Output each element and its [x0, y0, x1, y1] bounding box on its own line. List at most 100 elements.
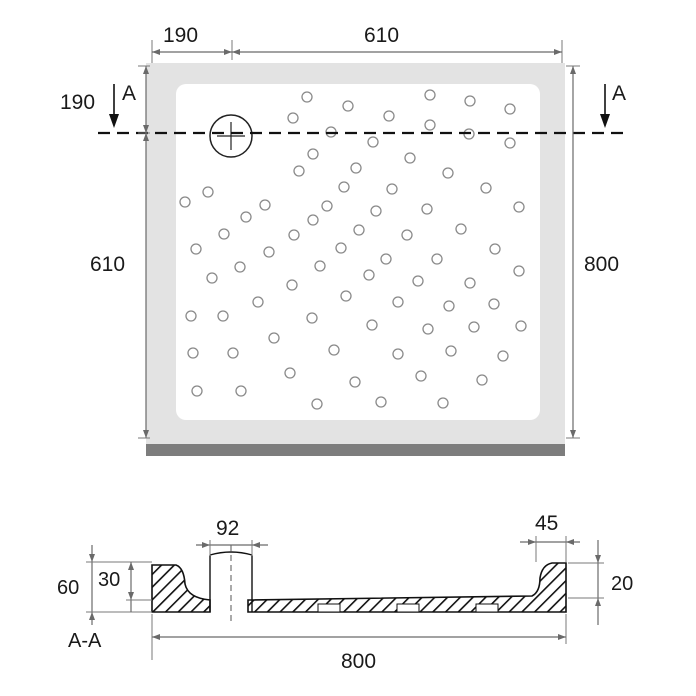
- anti-slip-dot: [252, 296, 264, 308]
- base-recess: [396, 603, 420, 613]
- section-marker-left: A: [122, 82, 136, 105]
- anti-slip-dot: [504, 137, 516, 149]
- anti-slip-dot: [513, 201, 525, 213]
- anti-slip-dot: [386, 183, 398, 195]
- anti-slip-dot: [383, 110, 395, 122]
- anti-slip-dot: [422, 323, 434, 335]
- anti-slip-dot: [468, 321, 480, 333]
- drain-section: [209, 545, 253, 625]
- right-height-dimension: [568, 540, 604, 625]
- anti-slip-dot: [415, 370, 427, 382]
- anti-slip-dot: [363, 269, 375, 281]
- plan-view: A A 190 610: [60, 24, 628, 456]
- anti-slip-dot: [366, 319, 378, 331]
- drain-width-dimension: [196, 540, 268, 556]
- section-base: [247, 562, 567, 613]
- anti-slip-dot: [202, 186, 214, 198]
- anti-slip-dot: [311, 398, 323, 410]
- section-view: 92 45 60 30: [57, 512, 633, 673]
- dim-left-height: 610: [90, 253, 125, 276]
- section-arrow-left: [109, 84, 119, 128]
- left-height-dimensions: [86, 545, 152, 625]
- anti-slip-dot: [350, 162, 362, 174]
- anti-slip-dot: [349, 376, 361, 388]
- anti-slip-dot: [287, 112, 299, 124]
- anti-slip-dot: [340, 290, 352, 302]
- anti-slip-dot: [187, 347, 199, 359]
- base-recess: [475, 603, 499, 613]
- anti-slip-dot: [217, 310, 229, 322]
- anti-slip-dot: [431, 253, 443, 265]
- dim-total-height: 60: [57, 577, 79, 599]
- anti-slip-dot: [288, 229, 300, 241]
- anti-slip-dot: [179, 196, 191, 208]
- anti-slip-dot: [488, 298, 500, 310]
- anti-slip-dot: [185, 310, 197, 322]
- anti-slip-dot: [392, 296, 404, 308]
- anti-slip-dot: [190, 243, 202, 255]
- anti-slip-dot: [353, 224, 365, 236]
- anti-slip-dot: [370, 205, 382, 217]
- anti-slip-dot: [437, 397, 449, 409]
- anti-slip-dot: [191, 385, 203, 397]
- dim-top-right: 610: [364, 24, 399, 47]
- anti-slip-dot: [421, 203, 433, 215]
- anti-slip-dot: [443, 300, 455, 312]
- dim-total-width: 800: [341, 650, 376, 673]
- anti-slip-dot: [335, 242, 347, 254]
- anti-slip-dot: [504, 103, 516, 115]
- anti-slip-dot: [480, 182, 492, 194]
- base-recess: [317, 603, 341, 613]
- anti-slip-dot: [401, 229, 413, 241]
- anti-slip-dot: [367, 136, 379, 148]
- right-dimension: [566, 65, 580, 439]
- anti-slip-dot: [412, 275, 424, 287]
- anti-slip-dot: [442, 167, 454, 179]
- left-dimension: [138, 65, 150, 439]
- anti-slip-dot: [314, 260, 326, 272]
- anti-slip-dot: [392, 348, 404, 360]
- anti-slip-dot: [489, 243, 501, 255]
- anti-slip-dot: [286, 279, 298, 291]
- anti-slip-dot: [218, 228, 230, 240]
- anti-slip-dot: [515, 320, 527, 332]
- anti-slip-dot: [307, 148, 319, 160]
- anti-slip-dot: [338, 181, 350, 193]
- dim-drain-width: 92: [216, 517, 239, 540]
- anti-slip-dot: [268, 332, 280, 344]
- top-dimension: [151, 40, 563, 63]
- dim-left-top: 190: [60, 91, 95, 114]
- anti-slip-dot: [234, 261, 246, 273]
- section-label: A-A: [68, 630, 102, 652]
- section-profile: [151, 564, 211, 613]
- anti-slip-dot: [424, 89, 436, 101]
- anti-slip-dot: [263, 246, 275, 258]
- dim-rim-width: 45: [535, 512, 558, 535]
- dim-right-height-section: 20: [611, 573, 633, 595]
- total-width-dimension: [151, 614, 567, 660]
- anti-slip-dot: [240, 211, 252, 223]
- anti-slip-dot: [227, 347, 239, 359]
- anti-slip-dot: [424, 119, 436, 131]
- anti-slip-dot: [476, 374, 488, 386]
- section-marker-right: A: [612, 82, 626, 105]
- anti-slip-dot: [259, 199, 271, 211]
- anti-slip-dot: [342, 100, 354, 112]
- section-arrow-right: [600, 84, 610, 128]
- anti-slip-dot: [328, 344, 340, 356]
- anti-slip-dot: [321, 200, 333, 212]
- anti-slip-dot: [404, 152, 416, 164]
- anti-slip-dot: [284, 367, 296, 379]
- drain-icon: [209, 114, 253, 158]
- anti-slip-dot: [293, 165, 305, 177]
- anti-slip-dot: [513, 265, 525, 277]
- anti-slip-dot: [301, 91, 313, 103]
- anti-slip-dot: [306, 312, 318, 324]
- dim-right-height: 800: [584, 253, 619, 276]
- anti-slip-dot: [380, 253, 392, 265]
- anti-slip-dot: [445, 345, 457, 357]
- dim-inner-depth: 30: [98, 569, 120, 591]
- anti-slip-dot: [464, 277, 476, 289]
- tray-base-edge: [146, 444, 565, 456]
